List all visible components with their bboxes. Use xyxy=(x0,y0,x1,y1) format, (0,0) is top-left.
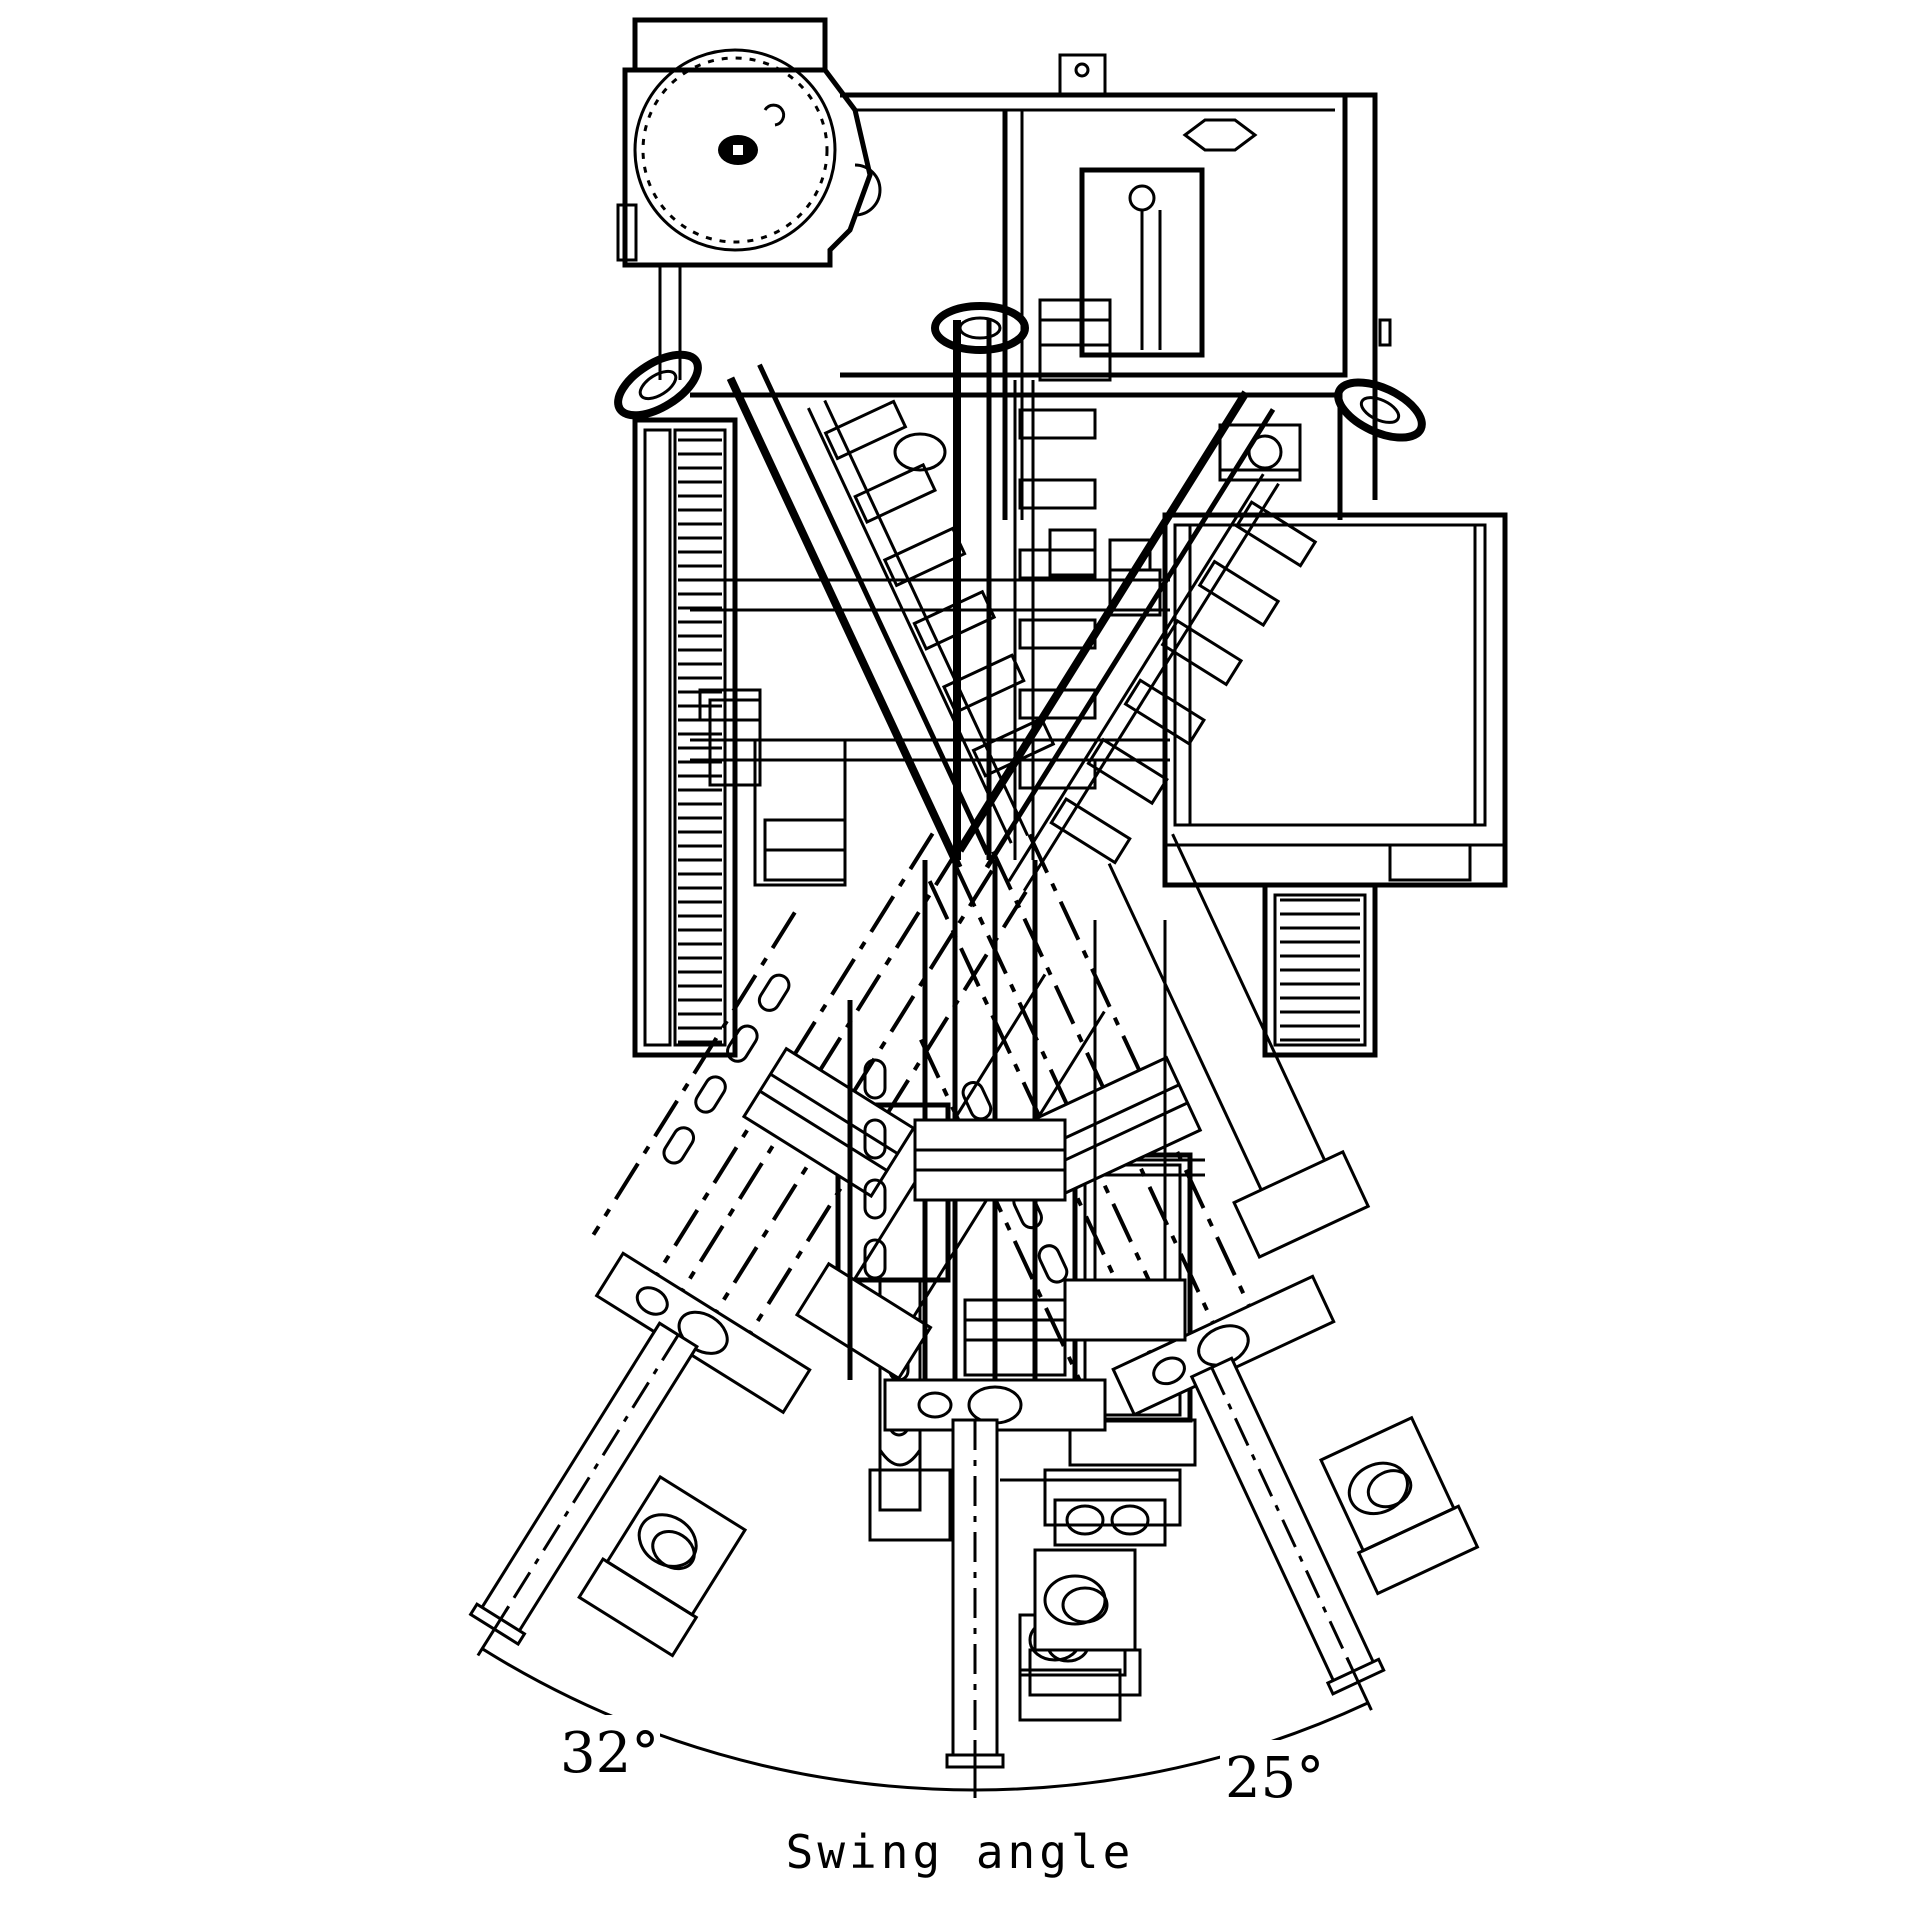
mast-carriage xyxy=(913,1118,1067,1202)
right-angle-tick xyxy=(1345,1656,1373,1711)
motor xyxy=(1033,1548,1137,1652)
gear-box-wheel xyxy=(917,1391,953,1419)
side-plate-hole xyxy=(694,1075,727,1114)
mast-rail xyxy=(956,390,1250,853)
mast-clamp xyxy=(1018,618,1097,650)
mast-rail xyxy=(807,407,1013,844)
side-plate-hole xyxy=(961,1081,993,1121)
side-plate-edge xyxy=(919,1038,1084,1385)
mast-clamp xyxy=(1197,559,1281,628)
rotary-heads xyxy=(614,302,1426,442)
mast-rail xyxy=(1171,833,1348,1207)
mast-rail xyxy=(1007,473,1265,882)
cylinder-block xyxy=(1232,1149,1371,1259)
right-angle-arc xyxy=(974,1701,1369,1792)
mast-clamp xyxy=(1086,737,1169,806)
mast-center-position xyxy=(847,320,1187,1769)
motor-base xyxy=(577,1557,699,1658)
mast-carriage-line xyxy=(759,1089,888,1172)
motor xyxy=(1318,1415,1456,1553)
gear-box-wheel xyxy=(635,1286,669,1316)
side-plate-hole xyxy=(863,1118,887,1160)
mast-rail xyxy=(726,376,963,870)
left-track xyxy=(632,417,738,1058)
mast-clamp xyxy=(823,399,908,461)
drill-rod-axis xyxy=(496,1334,680,1625)
mast-clamp xyxy=(1123,678,1207,746)
side-plate-hole xyxy=(863,1058,887,1100)
motor-base xyxy=(1356,1504,1480,1596)
mast-right-position xyxy=(726,363,1480,1696)
motor-wheel xyxy=(1061,1586,1109,1624)
gear-box-wheel xyxy=(1152,1356,1186,1386)
mast-rail xyxy=(1107,863,1284,1236)
left-components xyxy=(698,528,1162,887)
diagram-caption: Swing angle xyxy=(786,1825,1135,1879)
right-angle-label: 25° xyxy=(1225,1746,1324,1811)
mast-clamp xyxy=(1234,500,1318,568)
drill-rod-axis xyxy=(1210,1366,1357,1677)
mast-clamp xyxy=(1049,796,1132,865)
mast-carriage xyxy=(741,1046,916,1199)
cylinder-block xyxy=(1063,1278,1187,1342)
mast-rail xyxy=(757,363,990,856)
mast-clamp xyxy=(1018,478,1097,510)
motor-wheel xyxy=(651,1530,696,1571)
motor-base xyxy=(1028,1648,1142,1697)
side-plate-hole xyxy=(757,973,791,1012)
mast-clamp xyxy=(1018,688,1097,720)
right-track xyxy=(1262,882,1378,1058)
motor xyxy=(605,1474,748,1617)
fan-housing xyxy=(616,17,882,380)
left-angle-label: 32° xyxy=(560,1721,659,1786)
angle-dimension: 32° 25° xyxy=(476,1605,1373,1811)
right-track-shoes xyxy=(1280,898,1360,1042)
mast-rail xyxy=(984,408,1276,869)
side-plate-hole xyxy=(662,1126,696,1165)
mast-carriage-line xyxy=(769,1072,899,1155)
mast-clamp xyxy=(1018,758,1097,790)
left-angle-tick xyxy=(476,1605,510,1657)
side-plate-hole xyxy=(726,1024,759,1063)
side-plate-hole xyxy=(863,1178,887,1220)
mast-clamp xyxy=(853,462,937,524)
mast-left-position xyxy=(468,390,1318,1658)
mast-clamp xyxy=(1160,618,1244,687)
left-angle-arc xyxy=(481,1647,976,1792)
cab-box xyxy=(1162,512,1508,888)
side-plate-hole xyxy=(1037,1244,1069,1284)
mast-clamp xyxy=(1018,408,1097,440)
motor-wheel xyxy=(1366,1469,1413,1509)
mast-clamp xyxy=(1018,548,1097,580)
upper-frame xyxy=(840,53,1392,520)
side-plate-edge xyxy=(591,911,797,1236)
side-plate-hole xyxy=(863,1238,887,1280)
